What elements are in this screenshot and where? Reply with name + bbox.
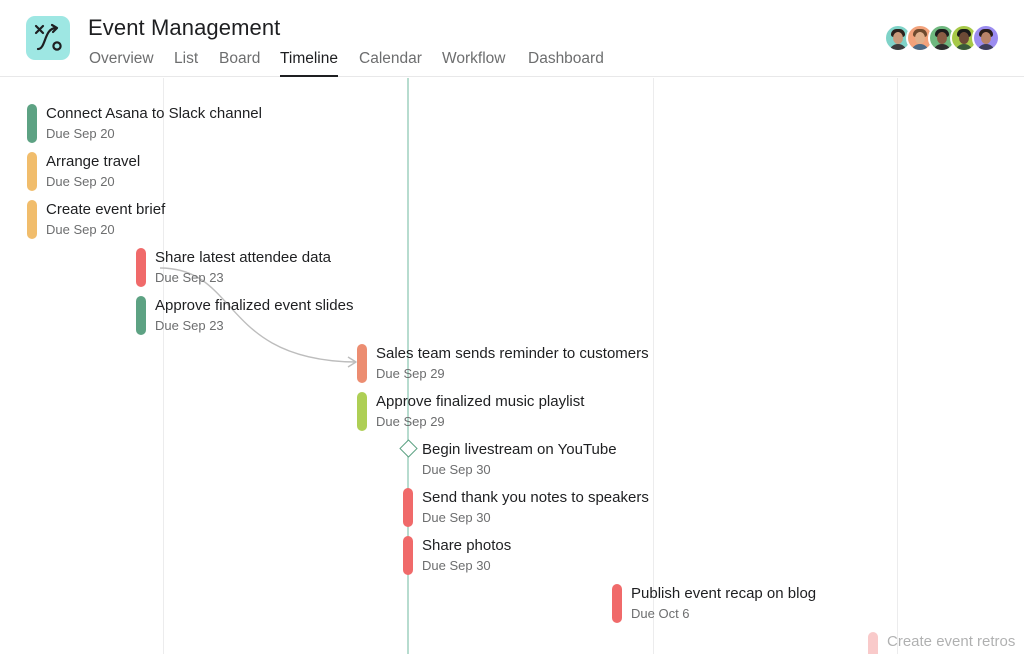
task-bar[interactable]	[612, 584, 622, 623]
task-due-date: Due Sep 20	[46, 222, 115, 237]
task-bar[interactable]	[27, 200, 37, 239]
task-bar[interactable]	[357, 344, 367, 383]
task-name: Sales team sends reminder to customers	[376, 345, 649, 362]
task-name: Share latest attendee data	[155, 249, 331, 266]
task-bar[interactable]	[868, 632, 878, 654]
today-marker-line	[407, 78, 409, 654]
task-due-date: Due Sep 20	[46, 126, 115, 141]
task-name: Publish event recap on blog	[631, 585, 817, 602]
task-name: Send thank you notes to speakers	[422, 489, 649, 506]
project-members[interactable]	[884, 24, 1004, 52]
task-bar[interactable]	[357, 392, 367, 431]
task-bar[interactable]	[27, 152, 37, 191]
task-name: Approve finalized event slides	[155, 297, 354, 314]
tab-list[interactable]: List	[174, 50, 199, 67]
task-name: Approve finalized music playlist	[376, 393, 585, 410]
avatar[interactable]	[972, 24, 1000, 52]
task-name: Share photos	[422, 537, 512, 554]
timeline-gridline	[163, 78, 164, 654]
tab-workflow[interactable]: Workflow	[442, 50, 506, 67]
tab-calendar[interactable]: Calendar	[359, 50, 422, 67]
task-name: Arrange travel	[46, 153, 141, 170]
timeline-gridline	[653, 78, 654, 654]
task-due-date: Due Sep 30	[422, 558, 491, 573]
task-name: Create event retros	[887, 633, 1016, 650]
timeline-path-icon	[34, 23, 62, 51]
task-name: Connect Asana to Slack channel	[46, 105, 262, 122]
task-name: Create event brief	[46, 201, 166, 218]
project-title: Event Management	[88, 15, 281, 40]
avatar[interactable]	[906, 24, 934, 52]
task-due-date: Due Sep 30	[422, 510, 491, 525]
task-due-date: Due Sep 29	[376, 414, 445, 429]
task-bar[interactable]	[403, 488, 413, 527]
task-bar[interactable]	[27, 104, 37, 143]
task-due-date: Due Sep 29	[376, 366, 445, 381]
task-bar[interactable]	[136, 296, 146, 335]
task-due-date: Due Sep 23	[155, 318, 224, 333]
project-header: Event Management Overview List Board Tim…	[0, 0, 1024, 77]
task-bar[interactable]	[403, 536, 413, 575]
tab-overview[interactable]: Overview	[89, 50, 154, 67]
project-logo-icon[interactable]	[26, 16, 70, 60]
task-bar[interactable]	[136, 248, 146, 287]
tab-timeline[interactable]: Timeline	[280, 50, 338, 77]
timeline-task[interactable]: Create event retros	[868, 632, 1024, 654]
task-due-date: Due Sep 30	[422, 462, 491, 477]
tab-dashboard[interactable]: Dashboard	[528, 50, 604, 67]
task-due-date: Due Sep 23	[155, 270, 224, 285]
task-due-date: Due Sep 20	[46, 174, 115, 189]
task-name: Begin livestream on YouTube	[422, 441, 617, 458]
task-due-date: Due Oct 6	[631, 606, 690, 621]
timeline-gridline	[897, 78, 898, 654]
tab-board[interactable]: Board	[219, 50, 261, 67]
